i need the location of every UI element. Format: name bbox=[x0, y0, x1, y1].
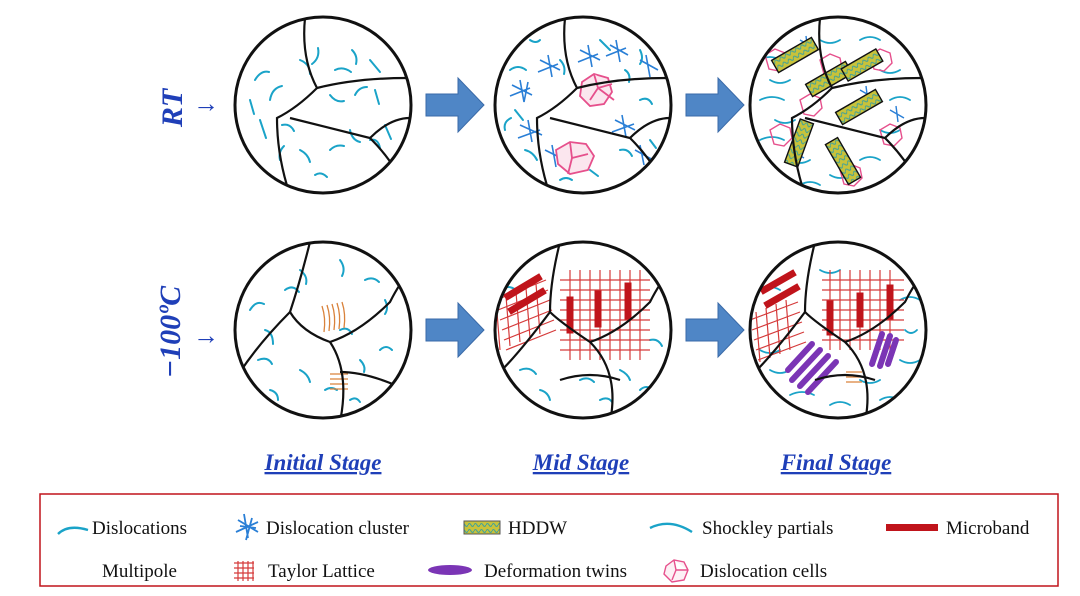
dislocation-cluster-icon bbox=[235, 513, 259, 541]
legend-label: Dislocation cluster bbox=[266, 518, 410, 539]
legend-label: HDDW bbox=[508, 518, 567, 539]
row-arrow-rt: → bbox=[193, 89, 219, 118]
microband-icon bbox=[886, 524, 938, 531]
row-arrow-minus100c: → bbox=[193, 321, 219, 350]
legend-box bbox=[39, 493, 1059, 587]
block-arrow-icon bbox=[685, 301, 745, 359]
row-label-minus100c-text: −100ºC bbox=[154, 285, 187, 378]
dislocation-cells-icon bbox=[663, 559, 689, 583]
deformation-twin-icon bbox=[428, 565, 472, 575]
legend: Dislocations Dislocation cluster HDDW Sh… bbox=[39, 493, 1059, 587]
legend-label: Multipole bbox=[102, 561, 177, 582]
rt-initial-circle bbox=[233, 15, 413, 195]
rt-mid-circle bbox=[493, 15, 673, 195]
legend-label: Shockley partials bbox=[702, 518, 833, 539]
legend-item-dislocation-cells: Dislocation cells bbox=[663, 559, 827, 583]
legend-item-taylor-lattice: Taylor Lattice bbox=[234, 561, 375, 582]
legend-item-hddw: HDDW bbox=[463, 518, 567, 539]
stage-label-mid: Mid Stage bbox=[532, 450, 629, 475]
row-label-rt-text: RT bbox=[156, 87, 189, 128]
legend-label: Deformation twins bbox=[484, 561, 627, 582]
legend-label: Microband bbox=[946, 518, 1030, 539]
rt-final-circle bbox=[748, 15, 928, 195]
legend-label: Taylor Lattice bbox=[268, 561, 375, 582]
stage-label-final: Final Stage bbox=[780, 450, 892, 475]
stage-arrows bbox=[425, 76, 745, 359]
block-arrow-icon bbox=[425, 76, 485, 134]
stage-label-initial: Initial Stage bbox=[264, 450, 382, 475]
legend-item-shockley-partials: Shockley partials bbox=[649, 518, 833, 539]
legend-item-dislocation-cluster: Dislocation cluster bbox=[235, 513, 410, 541]
shockley-partials-icon bbox=[649, 522, 693, 534]
hddw-icon bbox=[463, 520, 501, 535]
taylor-lattice-icon bbox=[234, 561, 254, 581]
legend-item-microband: Microband bbox=[886, 518, 1030, 539]
block-arrow-icon bbox=[425, 301, 485, 359]
row-label-rt: RT → bbox=[156, 87, 219, 128]
dislocation-icon bbox=[57, 526, 89, 535]
legend-item-deformation-twins: Deformation twins bbox=[428, 561, 627, 582]
row-label-minus100c: −100ºC → bbox=[154, 285, 219, 378]
block-arrow-icon bbox=[685, 76, 745, 134]
cryo-initial-circle bbox=[233, 240, 413, 420]
cryo-mid-circle bbox=[493, 240, 673, 420]
legend-label: Dislocation cells bbox=[700, 561, 827, 582]
legend-item-dislocations: Dislocations bbox=[57, 518, 187, 539]
legend-label: Dislocations bbox=[92, 518, 187, 539]
cryo-final-circle bbox=[748, 240, 928, 420]
legend-item-multipole: Multipole bbox=[102, 561, 177, 582]
